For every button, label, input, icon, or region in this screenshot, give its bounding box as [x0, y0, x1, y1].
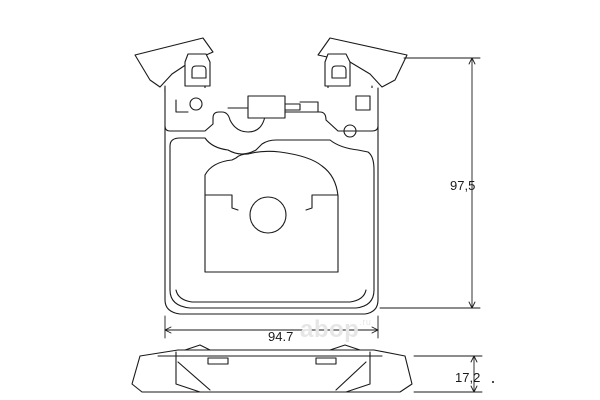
thickness-dimension-label: 17,2: [455, 370, 481, 385]
width-dimension-label: 94.7: [268, 329, 294, 344]
dot-mark: [492, 381, 494, 383]
dimension-height: [379, 57, 481, 309]
watermark-tld: .ru: [359, 317, 372, 327]
height-dimension-label: 97,5: [450, 178, 476, 193]
centre-hole: [249, 196, 287, 234]
dimension-thickness: [413, 355, 483, 393]
wear-indicator-clip: [227, 95, 319, 119]
left-mounting-tab: [134, 37, 214, 93]
right-mounting-tab: [317, 37, 408, 93]
side-view: [131, 344, 413, 393]
watermark-text: aboр: [300, 316, 360, 343]
dimension-width: [164, 315, 379, 339]
friction-pad: [169, 137, 375, 309]
right-bolt-hole: [343, 124, 357, 138]
watermark: aboр.ru: [300, 318, 371, 342]
left-bolt-hole: [189, 97, 203, 111]
